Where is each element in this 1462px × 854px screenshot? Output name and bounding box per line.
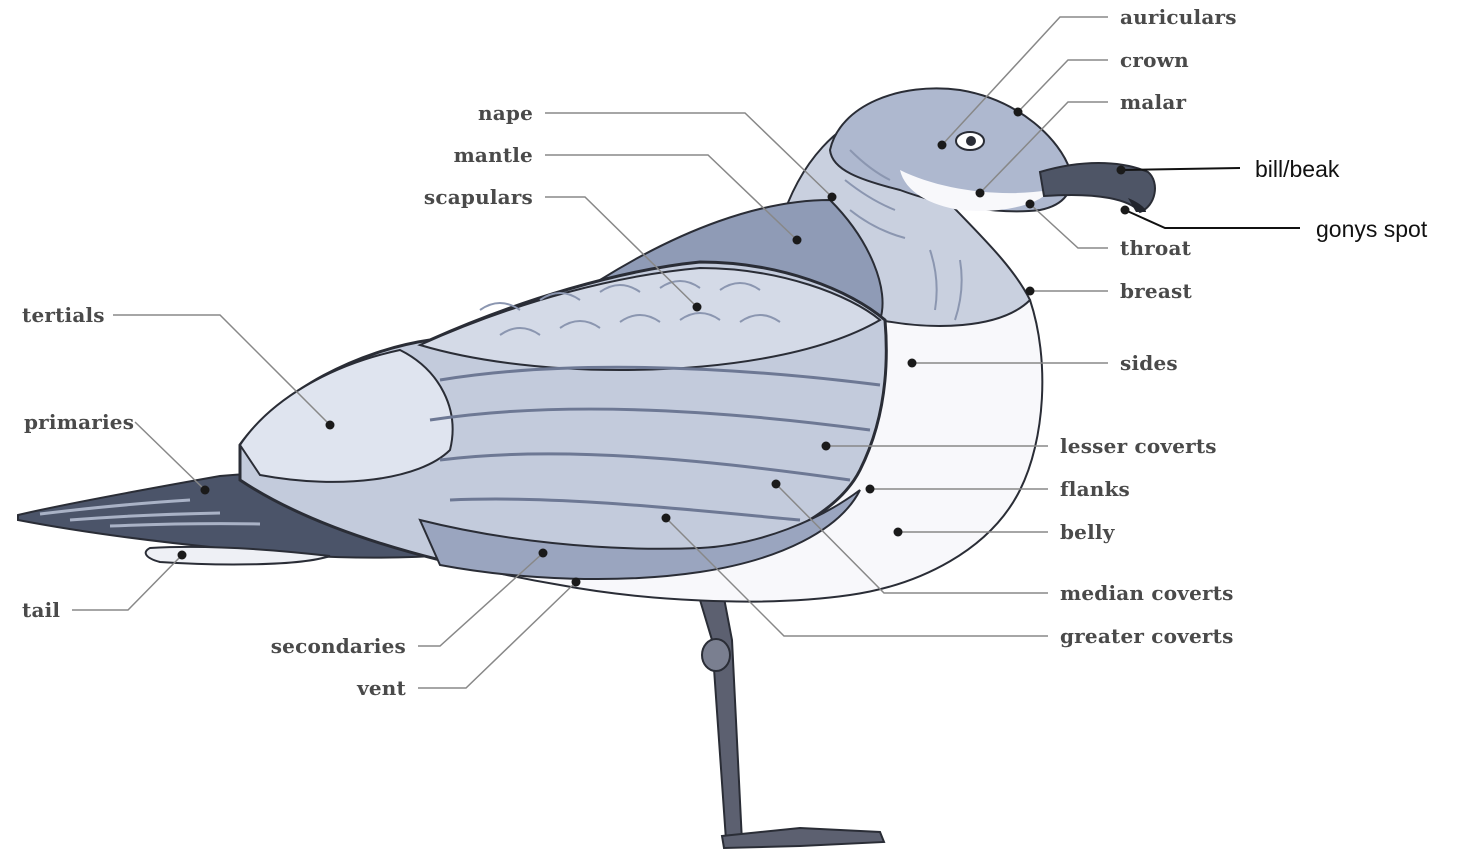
label-sides: sides — [1120, 353, 1178, 373]
label-lesser-coverts: lesser coverts — [1060, 436, 1217, 456]
leader-crown — [1018, 60, 1108, 112]
dot-primaries — [201, 486, 210, 495]
label-flanks: flanks — [1060, 479, 1130, 499]
dot-sides — [908, 359, 917, 368]
tertials-shape — [240, 350, 453, 482]
dot-bill-beak — [1117, 166, 1126, 175]
label-tertials: tertials — [22, 305, 105, 325]
pupil — [966, 136, 976, 146]
dot-tail — [178, 551, 187, 560]
dot-secondaries — [539, 549, 548, 558]
foot — [722, 828, 884, 848]
dot-mantle — [793, 236, 802, 245]
label-malar: malar — [1120, 92, 1186, 112]
label-nape: nape — [478, 103, 533, 123]
label-gonys-spot: gonys spot — [1316, 218, 1427, 241]
label-crown: crown — [1120, 50, 1189, 70]
leader-gonys-spot — [1125, 210, 1300, 228]
dot-auriculars — [938, 141, 947, 150]
dot-vent — [572, 578, 581, 587]
dot-malar — [976, 189, 985, 198]
leader-primaries — [135, 422, 205, 490]
knee-joint — [702, 639, 730, 671]
dot-nape — [828, 193, 837, 202]
dot-belly — [894, 528, 903, 537]
label-median-coverts: median coverts — [1060, 583, 1234, 603]
label-auriculars: auriculars — [1120, 7, 1237, 27]
dot-median-coverts — [772, 480, 781, 489]
label-mantle: mantle — [454, 145, 533, 165]
label-greater-coverts: greater coverts — [1060, 626, 1234, 646]
dot-gonys-spot — [1121, 206, 1130, 215]
leader-vent — [418, 582, 576, 688]
label-secondaries: secondaries — [271, 636, 406, 656]
label-scapulars: scapulars — [424, 187, 533, 207]
dot-crown — [1014, 108, 1023, 117]
label-belly: belly — [1060, 522, 1115, 542]
label-tail: tail — [22, 600, 60, 620]
label-vent: vent — [357, 678, 406, 698]
dot-greater-coverts — [662, 514, 671, 523]
leg — [700, 598, 742, 842]
label-throat: throat — [1120, 238, 1191, 258]
dot-tertials — [326, 421, 335, 430]
dot-breast — [1026, 287, 1035, 296]
dot-flanks — [866, 485, 875, 494]
label-primaries: primaries — [24, 412, 134, 432]
dot-throat — [1026, 200, 1035, 209]
label-breast: breast — [1120, 281, 1192, 301]
label-bill-beak: bill/beak — [1255, 158, 1339, 181]
dot-scapulars — [693, 303, 702, 312]
dot-lesser-coverts — [822, 442, 831, 451]
